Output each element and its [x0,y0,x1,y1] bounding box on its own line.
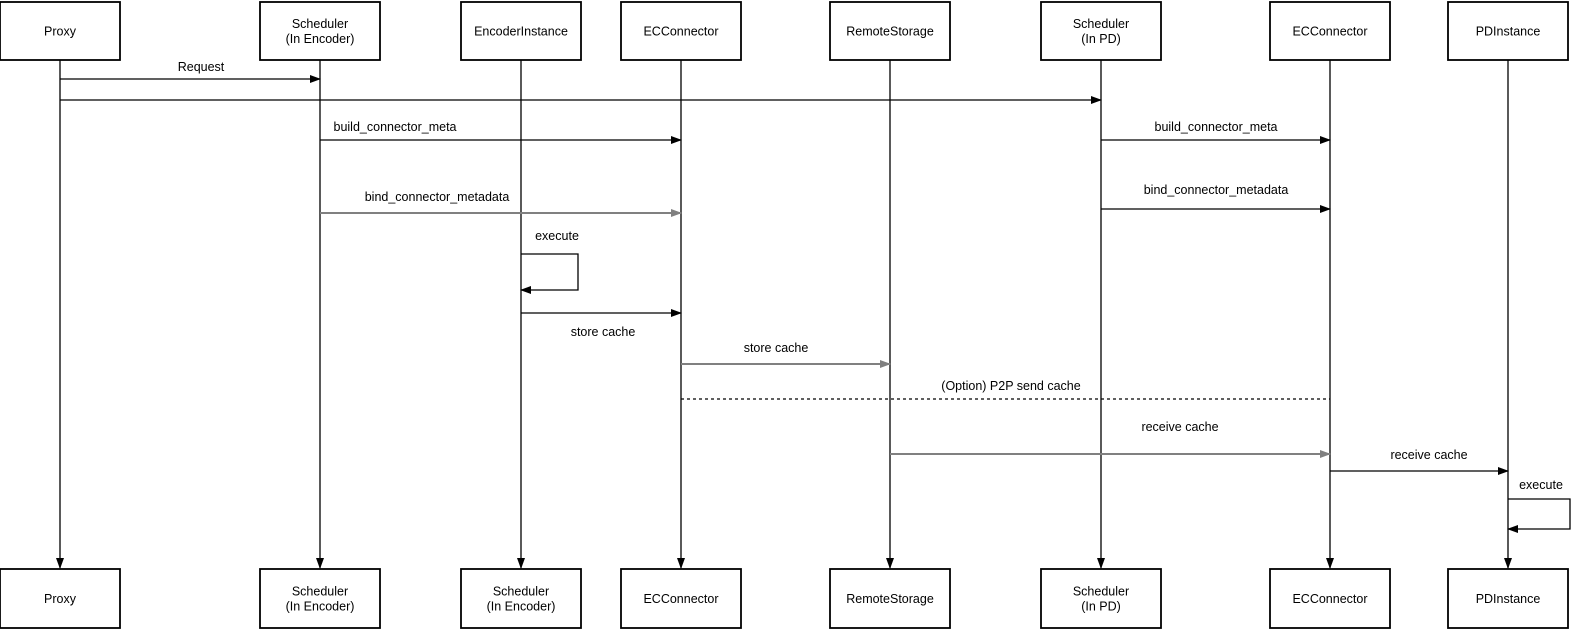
message-label-execute-pd: execute [1519,478,1563,492]
actor-bottom-label-ec-connector-encoder: ECConnector [643,592,718,606]
actor-top-label-ec-connector-pd: ECConnector [1292,25,1367,39]
message-label-receive-cache-pd: receive cache [1390,448,1467,462]
actor-top-box-encoder-instance [460,1,582,61]
message-label-p2p-send-cache: (Option) P2P send cache [941,379,1080,393]
message-label-bind-connector-metadata-encoder: bind_connector_metadata [365,190,510,204]
actor-top-box-scheduler-encoder [259,1,381,61]
actor-bottom-box-pd-instance [1447,568,1569,629]
actor-bottom-box-encoder-instance [460,568,582,629]
message-label-receive-cache-remote: receive cache [1141,420,1218,434]
message-label-request: Request [178,60,225,74]
actor-top-sublabel-scheduler-encoder: (In Encoder) [286,32,355,46]
actor-bottom-sublabel-scheduler-encoder: (In Encoder) [286,600,355,614]
actor-top-label-pd-instance: PDInstance [1476,25,1541,39]
actor-bottom-label-remote-storage: RemoteStorage [846,592,934,606]
message-label-encoder-store-cache: store cache [571,325,636,339]
actor-top-sublabel-scheduler-pd: (In PD) [1081,32,1121,46]
actor-top-label-encoder-instance: EncoderInstance [474,25,568,39]
actor-bottom-box-ec-connector-encoder [620,568,742,629]
actor-top-label-proxy: Proxy [44,25,77,39]
actor-bottom-label-scheduler-pd: Scheduler [1073,585,1129,599]
actor-top-label-scheduler-encoder: Scheduler [292,17,348,31]
message-execute-pd [1507,498,1571,533]
actor-top-label-remote-storage: RemoteStorage [846,25,934,39]
message-execute-encoder [520,253,579,294]
actor-bottom-box-scheduler-encoder [259,568,381,629]
message-label-store-cache-remote: store cache [744,341,809,355]
actor-bottom-sublabel-scheduler-pd: (In PD) [1081,600,1121,614]
actor-top-label-scheduler-pd: Scheduler [1073,17,1129,31]
actor-bottom-box-proxy [0,568,121,629]
actor-top-box-pd-instance [1447,1,1569,61]
actor-bottom-box-remote-storage [829,568,951,629]
actor-bottom-label-scheduler-encoder: Scheduler [292,585,348,599]
actor-bottom-label-ec-connector-pd: ECConnector [1292,592,1367,606]
message-label-bind-connector-metadata-pd: bind_connector_metadata [1144,183,1289,197]
actor-bottom-label-encoder-instance: Scheduler [493,585,549,599]
message-label-build-connector-meta-encoder: build_connector_meta [334,120,457,134]
actor-top-box-scheduler-pd [1040,1,1162,61]
message-label-execute-encoder: execute [535,229,579,243]
actor-bottom-box-ec-connector-pd [1269,568,1391,629]
actor-bottom-sublabel-encoder-instance: (In Encoder) [487,600,556,614]
actor-top-box-ec-connector-pd [1269,1,1391,61]
actor-bottom-box-scheduler-pd [1040,568,1162,629]
actor-bottom-label-pd-instance: PDInstance [1476,592,1541,606]
actor-top-box-ec-connector-encoder [620,1,742,61]
actor-top-box-remote-storage [829,1,951,61]
actor-bottom-label-proxy: Proxy [44,592,77,606]
actor-top-box-proxy [0,1,121,61]
actor-top-label-ec-connector-encoder: ECConnector [643,25,718,39]
message-label-build-connector-meta-pd: build_connector_meta [1155,120,1278,134]
